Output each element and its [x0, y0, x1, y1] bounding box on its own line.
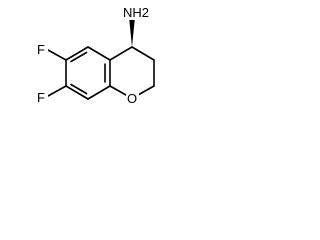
- pyran-ring: [109, 46, 155, 96]
- double-bond-c7-c8: [70, 83, 88, 95]
- benzene-ring: [65, 46, 111, 100]
- bond-c4a-c5: [87, 46, 111, 61]
- bond-o1-c8a: [109, 85, 127, 96]
- atom-label-fluorine-lower: F: [36, 89, 48, 105]
- bond-c6-f: [47, 49, 67, 61]
- chemical-structure: NH2 F F O: [36, 5, 155, 106]
- bond-c2-o1: [137, 85, 155, 96]
- fluorine-lower-label: F: [37, 90, 45, 105]
- bond-c4-c3: [131, 46, 155, 61]
- double-bond-c5-c6: [70, 51, 88, 63]
- bond-c7-f: [47, 85, 67, 97]
- ring-oxygen-label: O: [127, 91, 137, 106]
- bond-c4a-c4: [109, 46, 133, 61]
- bond-c8-c8a: [87, 85, 111, 100]
- amine-label: NH2: [123, 5, 149, 20]
- bond-c5-c6: [65, 46, 89, 61]
- stereo-wedge-bond: [129, 20, 135, 47]
- bond-c7-c8: [65, 85, 89, 100]
- atom-label-fluorine-upper: F: [36, 42, 48, 57]
- fluorine-upper-label: F: [37, 42, 45, 57]
- atom-label-ring-oxygen: O: [126, 91, 139, 106]
- atom-label-amine: NH2: [121, 5, 149, 20]
